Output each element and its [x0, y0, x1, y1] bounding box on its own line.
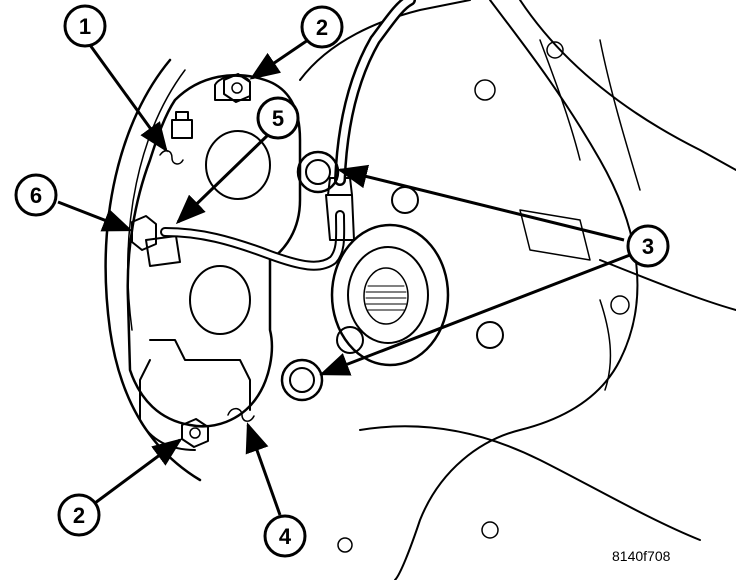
- callout-2-upper: 2: [300, 5, 344, 49]
- callout-6: 6: [14, 173, 58, 217]
- banjo-fitting: [145, 235, 181, 267]
- banjo-bolt: [131, 215, 157, 251]
- knuckle-lower-arm: [359, 425, 701, 541]
- caliper-piston-bore-upper: [205, 130, 271, 200]
- caliper-bolt-lower-center: [189, 427, 201, 439]
- brake-line: [160, 210, 346, 271]
- knuckle-small-stud-2: [337, 537, 353, 553]
- brake-line-inner: [162, 212, 344, 269]
- knuckle-bolt-lower-right: [476, 321, 504, 349]
- callout-3-label: 3: [642, 234, 654, 259]
- callout-2-lower-label: 2: [73, 503, 85, 528]
- caliper-piston-bore-lower: [189, 265, 251, 335]
- callout-2-upper-label: 2: [316, 15, 328, 40]
- arrow-5: [175, 131, 272, 225]
- rotor-edge: [104, 58, 202, 482]
- knuckle-bolt-lower-left: [336, 326, 364, 354]
- callout-4-label: 4: [279, 524, 292, 549]
- knuckle-bolt-top: [474, 79, 496, 101]
- callout-6-label: 6: [30, 183, 42, 208]
- callouts: 1 2 2 3 4 5 6: [14, 4, 670, 558]
- mounting-bolt-lower-head: [289, 367, 315, 393]
- caliper-bolt-upper-center: [231, 82, 243, 94]
- line-art: [104, 0, 736, 580]
- knuckle-right-arm: [519, 0, 736, 311]
- callout-2-lower: 2: [57, 493, 101, 537]
- hub-spline-lines: [365, 285, 407, 311]
- figure-id-label: 8140f708: [612, 548, 671, 564]
- mounting-bolt-upper-head: [305, 159, 331, 185]
- leader-arrows: [57, 38, 631, 516]
- arrow-2-lower: [94, 438, 183, 505]
- caliper-bolt-lower: [181, 418, 209, 448]
- knuckle-bolt-upper: [391, 186, 419, 214]
- knuckle-small-stud-3: [481, 521, 499, 539]
- caliper-bolt-upper: [223, 73, 251, 103]
- hub-middle: [347, 246, 429, 344]
- hub-splines: [363, 267, 409, 325]
- arrow-2-upper: [249, 38, 309, 80]
- lower-bolt-indicator-curve: [227, 407, 255, 422]
- callout-5-label: 5: [272, 106, 284, 131]
- bleeder-screw: [171, 111, 193, 139]
- arrow-3-upper: [337, 164, 625, 242]
- knuckle-small-stud: [610, 295, 630, 315]
- hub-outer: [330, 223, 450, 367]
- callout-4: 4: [263, 514, 307, 558]
- knuckle-outline: [299, 0, 639, 580]
- arrow-3-lower: [319, 253, 631, 376]
- brake-hose-inner: [336, 0, 414, 184]
- callout-5: 5: [256, 96, 300, 140]
- knuckle-bolt-right: [546, 41, 564, 59]
- arrow-6: [57, 200, 133, 232]
- arrow-1: [88, 44, 168, 153]
- arrow-4: [245, 422, 282, 516]
- callout-1-label: 1: [79, 14, 91, 39]
- mounting-bolt-upper: [296, 150, 340, 194]
- caliper-bracket: [139, 339, 251, 451]
- caliper-body: [126, 74, 302, 428]
- bleeder-indicator-curve: [159, 150, 184, 165]
- knuckle-detail: [519, 39, 641, 391]
- callout-1: 1: [63, 4, 107, 48]
- callout-3: 3: [626, 224, 670, 268]
- mounting-bolt-lower: [280, 358, 324, 402]
